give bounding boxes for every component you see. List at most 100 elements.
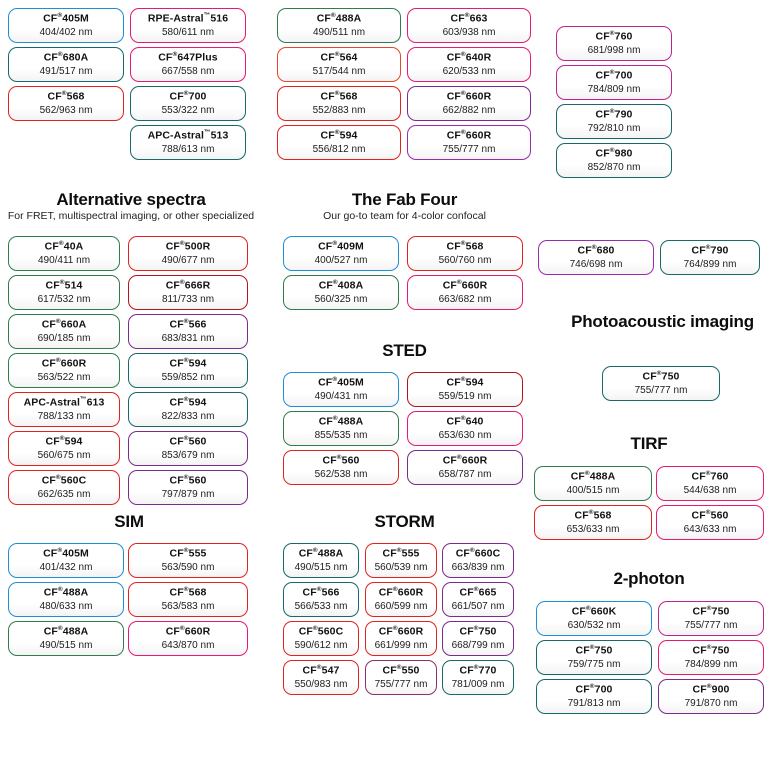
dye-spectra: 791/813 nm	[567, 697, 621, 709]
dye-name: CF®568	[47, 90, 85, 103]
dye-spectra: 620/533 nm	[442, 65, 496, 77]
dye-spectra: 653/633 nm	[566, 523, 620, 535]
dye-spectra: 603/938 nm	[442, 26, 496, 38]
dye-spectra: 797/879 nm	[161, 488, 215, 500]
dye-name: CF®514	[45, 279, 83, 292]
dye-name: CF®568	[169, 586, 207, 599]
dye-spectra: 658/787 nm	[438, 468, 492, 480]
dye-name: CF®750	[692, 605, 730, 618]
dye-name: CF®660R	[378, 625, 424, 638]
dye-spectra: 853/679 nm	[161, 449, 215, 461]
dye-spectra: 788/133 nm	[37, 410, 91, 422]
dye-spectra: 663/839 nm	[451, 561, 505, 573]
section-title-two-photon: 2-photon	[613, 569, 685, 588]
dye-name: CF®660R	[165, 625, 211, 638]
dye-spectra: 562/538 nm	[314, 468, 368, 480]
dye-spectra: 490/431 nm	[314, 390, 368, 402]
dye-spectra: 491/517 nm	[39, 65, 93, 77]
dye-name: CF®660R	[41, 357, 87, 370]
dye-spectra: 822/833 nm	[161, 410, 215, 422]
dye-name: CF®560	[169, 435, 207, 448]
